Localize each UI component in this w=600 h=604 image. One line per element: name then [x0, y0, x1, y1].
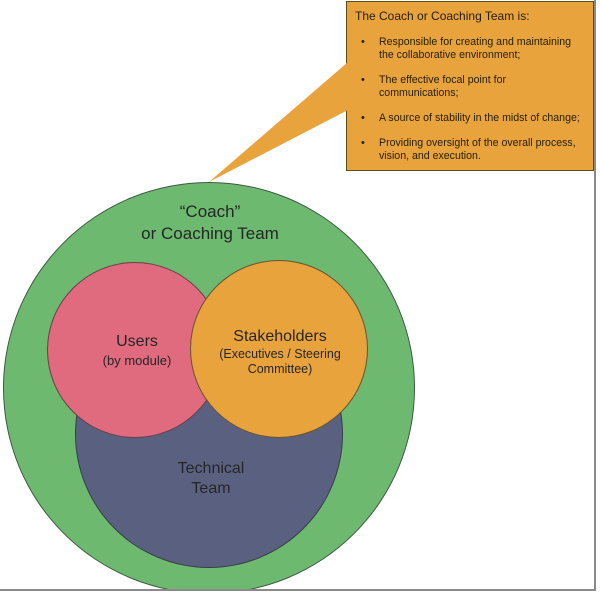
bullet-dot-icon: •	[361, 112, 365, 124]
callout-box: The Coach or Coaching Team is: • Respons…	[346, 1, 594, 171]
callout-bullet-item: • The effective focal point for communic…	[355, 74, 587, 100]
stakeholders-label: Stakeholders	[233, 328, 327, 345]
callout-bullet-item: • A source of stability in the midst of …	[355, 112, 587, 125]
callout-bullet-item: • Responsible for creating and maintaini…	[355, 36, 587, 62]
callout-bullet-list: • Responsible for creating and maintaini…	[355, 36, 587, 163]
bullet-dot-icon: •	[361, 36, 365, 48]
figure-frame: “Coach” or Coaching Team Users (by modul…	[0, 0, 596, 591]
stakeholders-circle	[190, 260, 368, 438]
technical-team-label: Technical Team	[177, 460, 245, 497]
stakeholders-sublabel: (Executives / Steering Committee)	[219, 347, 341, 376]
bullet-dot-icon: •	[361, 137, 365, 149]
callout-tail-shape	[209, 62, 348, 182]
bullet-text: Responsible for creating and maintaining…	[379, 36, 571, 61]
callout-bullet-item: • Providing oversight of the overall pro…	[355, 137, 587, 163]
users-label: Users	[116, 333, 158, 350]
bullet-dot-icon: •	[361, 74, 365, 86]
bullet-text: A source of stability in the midst of ch…	[379, 112, 580, 124]
coach-team-label: “Coach” or Coaching Team	[141, 202, 279, 244]
users-sublabel: (by module)	[102, 353, 172, 368]
callout-title: The Coach or Coaching Team is:	[355, 9, 530, 23]
bullet-text: Providing oversight of the overall proce…	[379, 137, 576, 162]
bullet-text: The effective focal point for communicat…	[379, 74, 507, 99]
